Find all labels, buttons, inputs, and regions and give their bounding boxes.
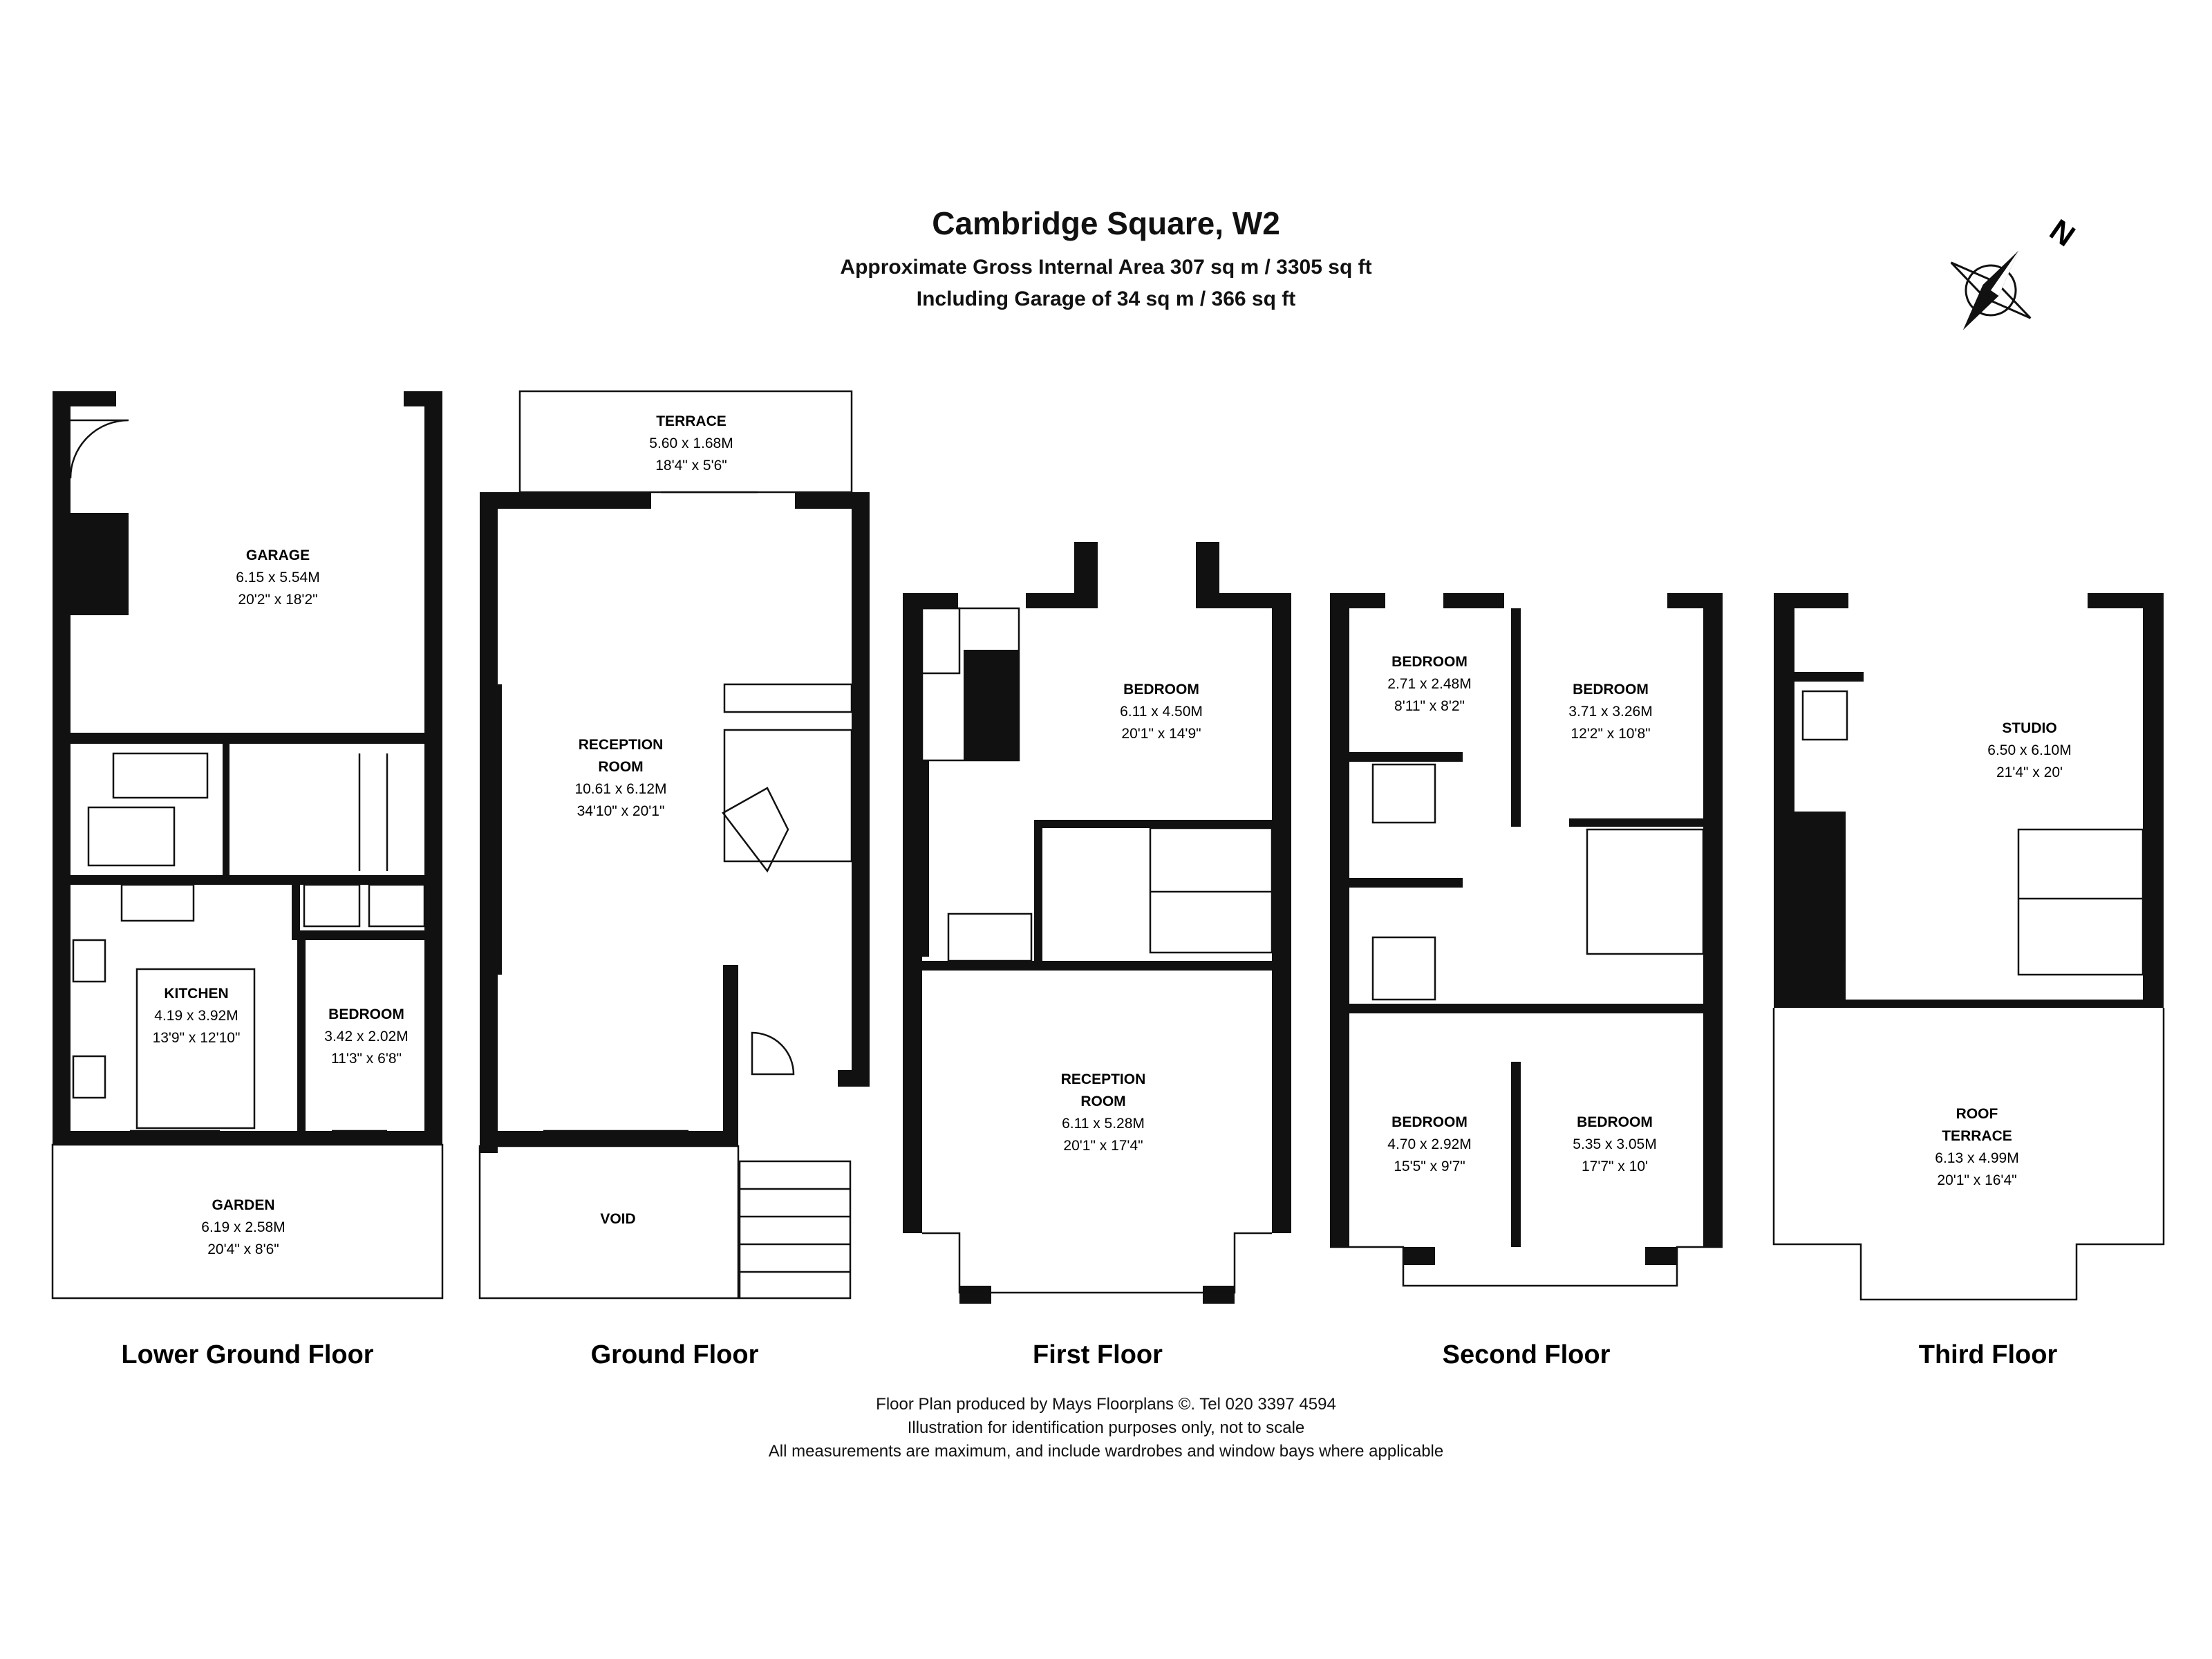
compass-label: N <box>2043 213 2081 253</box>
room-name: ROOF <box>1956 1106 1998 1122</box>
footer-measurements-note: All measurements are maximum, and includ… <box>768 1442 1444 1461</box>
room-metric: 6.11 x 5.28M <box>1062 1116 1145 1132</box>
floor-label-ground: Ground Floor <box>591 1340 759 1369</box>
room-name: GARAGE <box>246 547 310 563</box>
room-imperial: 13'9" x 12'10" <box>153 1030 241 1046</box>
footer-credit: Floor Plan produced by Mays Floorplans ©… <box>876 1395 1336 1414</box>
ground-floor-plan <box>478 390 870 1300</box>
room-imperial: 17'7" x 10' <box>1582 1159 1648 1174</box>
room-name-line2: ROOM <box>598 759 643 775</box>
room-imperial: 34'10" x 20'1" <box>577 803 665 819</box>
footer-disclaimer: Illustration for identification purposes… <box>907 1418 1305 1437</box>
room-imperial: 20'1" x 16'4" <box>1937 1172 2016 1188</box>
room-metric: 6.13 x 4.99M <box>1935 1150 2018 1166</box>
room-name: BEDROOM <box>1391 654 1468 670</box>
second-floor-plan <box>1330 593 1723 1287</box>
room-metric: 2.71 x 2.48M <box>1387 676 1471 692</box>
room-name-line2: ROOM <box>1080 1094 1125 1109</box>
room-metric: 4.70 x 2.92M <box>1387 1136 1471 1152</box>
room-metric: 4.19 x 3.92M <box>154 1008 238 1024</box>
room-name: BEDROOM <box>1391 1114 1468 1130</box>
room-name: RECEPTION <box>579 737 664 753</box>
room-metric: 5.35 x 3.05M <box>1573 1136 1656 1152</box>
room-metric: 5.60 x 1.68M <box>649 435 733 451</box>
plan-title: Cambridge Square, W2 <box>932 205 1280 241</box>
room-imperial: 18'4" x 5'6" <box>655 458 727 474</box>
lower-ground-floor-plan <box>51 391 444 1300</box>
room-name: STUDIO <box>2002 720 2056 736</box>
room-name: KITCHEN <box>164 986 228 1002</box>
room-name: VOID <box>600 1211 635 1227</box>
room-name-line2: TERRACE <box>1942 1128 2012 1144</box>
room-metric: 3.42 x 2.02M <box>324 1029 408 1044</box>
room-metric: 10.61 x 6.12M <box>574 781 666 797</box>
room-imperial: 8'11" x 8'2" <box>1394 698 1465 714</box>
room-imperial: 20'2" x 18'2" <box>238 592 317 608</box>
garage-area: Including Garage of 34 sq m / 366 sq ft <box>916 288 1296 310</box>
room-name: BEDROOM <box>1123 682 1199 697</box>
room-metric: 6.11 x 4.50M <box>1120 704 1203 720</box>
room-labels: GARAGE 6.15 x 5.54M 20'2" x 18'2" KITCHE… <box>153 413 2072 1257</box>
gross-area: Approximate Gross Internal Area 307 sq m… <box>840 256 1372 279</box>
room-imperial: 20'1" x 14'9" <box>1121 726 1201 742</box>
room-name: BEDROOM <box>1573 682 1649 697</box>
room-name: RECEPTION <box>1061 1071 1146 1087</box>
room-metric: 6.15 x 5.54M <box>236 570 319 585</box>
room-name: BEDROOM <box>328 1006 404 1022</box>
room-metric: 3.71 x 3.26M <box>1568 704 1652 720</box>
room-imperial: 20'1" x 17'4" <box>1063 1138 1143 1154</box>
room-name: GARDEN <box>212 1197 274 1213</box>
room-metric: 6.19 x 2.58M <box>201 1219 285 1235</box>
room-metric: 6.50 x 6.10M <box>1987 742 2071 758</box>
room-imperial: 21'4" x 20' <box>1996 765 2063 780</box>
room-name: BEDROOM <box>1577 1114 1653 1130</box>
room-name: TERRACE <box>656 413 727 429</box>
room-imperial: 11'3" x 6'8" <box>331 1051 402 1067</box>
compass-icon <box>1950 250 2032 330</box>
floor-label-second: Second Floor <box>1443 1340 1611 1369</box>
room-imperial: 20'4" x 8'6" <box>207 1241 279 1257</box>
first-floor-plan <box>903 542 1291 1304</box>
third-floor-plan <box>1772 593 2165 1301</box>
floor-labels: Lower Ground Floor Ground Floor First Fl… <box>121 1340 2057 1369</box>
floor-label-third: Third Floor <box>1919 1340 2058 1369</box>
room-imperial: 15'5" x 9'7" <box>1394 1159 1465 1174</box>
floor-label-first: First Floor <box>1033 1340 1163 1369</box>
room-imperial: 12'2" x 10'8" <box>1571 726 1650 742</box>
floor-label-lower-ground: Lower Ground Floor <box>121 1340 373 1369</box>
